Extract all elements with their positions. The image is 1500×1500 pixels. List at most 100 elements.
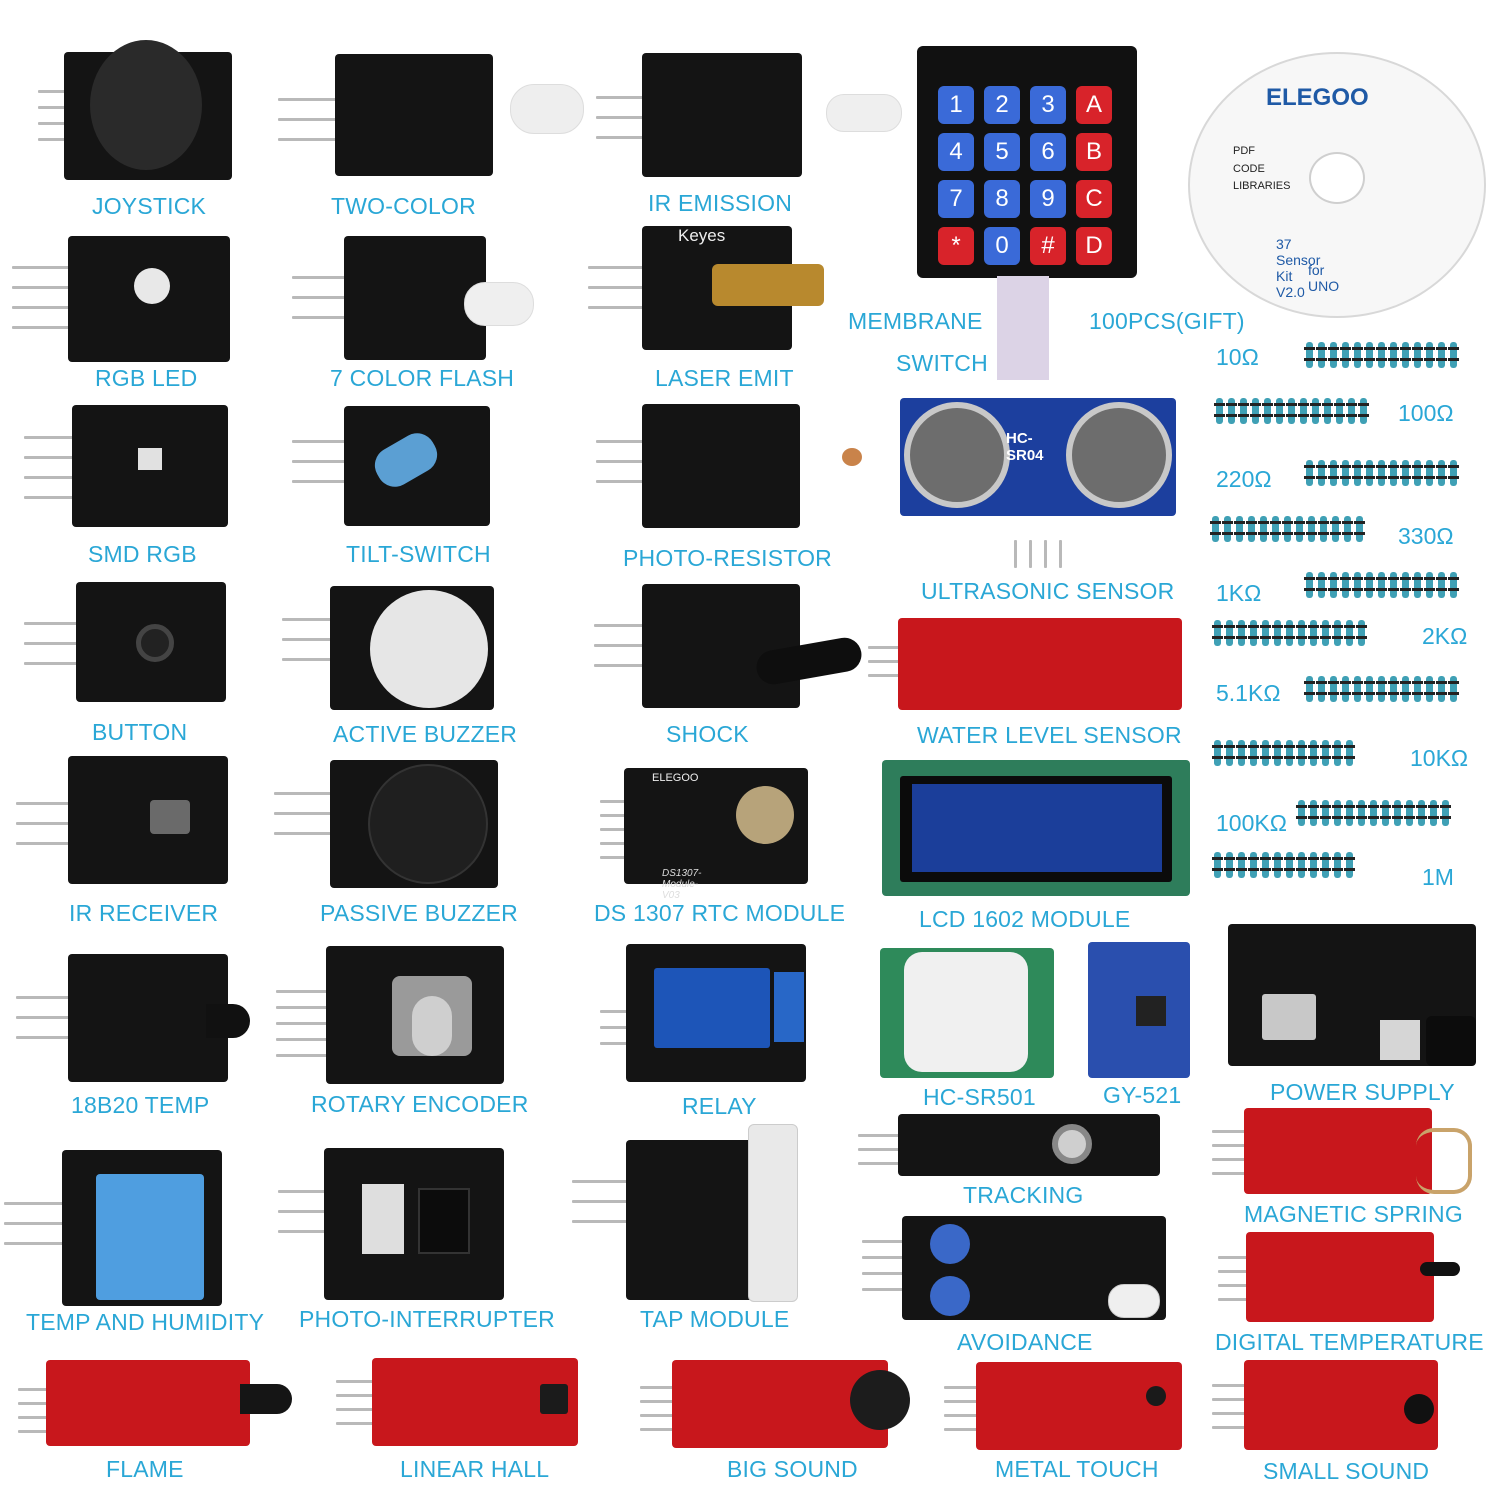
label-rtc: DS 1307 RTC MODULE [594, 900, 846, 926]
label-passive-buzzer: PASSIVE BUZZER [320, 900, 518, 926]
resistor [1286, 398, 1297, 424]
resistor [1248, 852, 1259, 878]
label-7-color-flash: 7 COLOR FLASH [330, 365, 515, 391]
resistor [1352, 676, 1363, 702]
keypad-key: 7 [938, 180, 974, 218]
resistor [1448, 572, 1459, 598]
label-switch: SWITCH [896, 350, 988, 376]
cd-brand: ELEGOO [1266, 84, 1369, 111]
resistor [1358, 398, 1369, 424]
label-tracking: TRACKING [963, 1182, 1084, 1208]
label-big-sound: BIG SOUND [727, 1456, 858, 1482]
resistor [1236, 740, 1247, 766]
label-lcd: LCD 1602 MODULE [919, 906, 1131, 932]
resistor [1388, 460, 1399, 486]
resistor [1376, 572, 1387, 598]
resistor [1238, 398, 1249, 424]
label-water-level: WATER LEVEL SENSOR [917, 722, 1182, 748]
resistor [1224, 852, 1235, 878]
resistor [1392, 800, 1403, 826]
rtc-board-name: DS1307-Module-V03 [662, 868, 702, 901]
resistor [1332, 620, 1343, 646]
keypad-key: 8 [984, 180, 1020, 218]
resistor [1344, 852, 1355, 878]
resistor [1412, 342, 1423, 368]
resistor [1296, 740, 1307, 766]
resistor [1224, 620, 1235, 646]
resistor [1296, 620, 1307, 646]
keypad-key: * [938, 227, 974, 265]
resistor [1236, 620, 1247, 646]
resistor [1320, 800, 1331, 826]
resistor [1298, 398, 1309, 424]
resistor [1272, 740, 1283, 766]
resistor [1212, 620, 1223, 646]
label-photo-resistor: PHOTO-RESISTOR [623, 545, 832, 571]
resistor [1270, 516, 1281, 542]
keypad-key: 9 [1030, 180, 1066, 218]
label-digital-temperature: DIGITAL TEMPERATURE [1215, 1329, 1484, 1355]
resistor [1332, 740, 1343, 766]
resistor [1294, 516, 1305, 542]
resistor [1272, 620, 1283, 646]
resistor [1282, 516, 1293, 542]
label-two-color: TWO-COLOR [331, 193, 476, 219]
label-linear-hall: LINEAR HALL [400, 1456, 550, 1482]
cd-line1: PDF [1233, 145, 1255, 157]
resistor [1284, 740, 1295, 766]
resistor [1320, 852, 1331, 878]
keypad-key: B [1076, 133, 1112, 171]
resistor [1226, 398, 1237, 424]
resistor [1400, 676, 1411, 702]
rtc-brand: ELEGOO [652, 772, 699, 784]
label-rotary-encoder: ROTARY ENCODER [311, 1091, 529, 1117]
resistor-label-5-1k-ohm: 5.1KΩ [1216, 680, 1281, 706]
resistor [1412, 676, 1423, 702]
label-relay: RELAY [682, 1093, 757, 1119]
resistor [1328, 572, 1339, 598]
resistor [1412, 572, 1423, 598]
resistor [1236, 852, 1247, 878]
resistor [1364, 676, 1375, 702]
resistor [1284, 852, 1295, 878]
resistor [1344, 800, 1355, 826]
resistor [1308, 800, 1319, 826]
resistor [1400, 460, 1411, 486]
resistor [1346, 398, 1357, 424]
keypad-key: 2 [984, 86, 1020, 124]
resistor [1332, 800, 1343, 826]
resistor [1248, 740, 1259, 766]
resistor [1306, 516, 1317, 542]
resistor [1404, 800, 1415, 826]
label-ir-receiver: IR RECEIVER [69, 900, 219, 926]
resistor [1330, 516, 1341, 542]
resistor [1424, 460, 1435, 486]
label-laser-emit: LASER EMIT [655, 365, 794, 391]
resistor [1296, 852, 1307, 878]
resistor [1400, 342, 1411, 368]
label-membrane: MEMBRANE [848, 308, 983, 334]
resistor [1274, 398, 1285, 424]
resistor [1424, 572, 1435, 598]
label-temp-humidity: TEMP AND HUMIDITY [26, 1309, 265, 1335]
label-metal-touch: METAL TOUCH [995, 1456, 1159, 1482]
label-rgb-led: RGB LED [95, 365, 198, 391]
label-ultrasonic: ULTRASONIC SENSOR [921, 578, 1175, 604]
label-avoidance: AVOIDANCE [957, 1329, 1093, 1355]
resistor [1448, 342, 1459, 368]
resistor-label-100k-ohm: 100KΩ [1216, 810, 1287, 836]
resistor [1260, 620, 1271, 646]
resistor [1344, 620, 1355, 646]
resistor [1436, 676, 1447, 702]
resistor [1364, 460, 1375, 486]
resistor [1376, 342, 1387, 368]
resistor [1340, 572, 1351, 598]
resistor [1316, 460, 1327, 486]
resistor [1332, 852, 1343, 878]
keyes-silkscreen: Keyes [678, 226, 726, 245]
resistor [1258, 516, 1269, 542]
resistor [1296, 800, 1307, 826]
resistor [1436, 342, 1447, 368]
resistor [1412, 460, 1423, 486]
resistor [1248, 620, 1259, 646]
